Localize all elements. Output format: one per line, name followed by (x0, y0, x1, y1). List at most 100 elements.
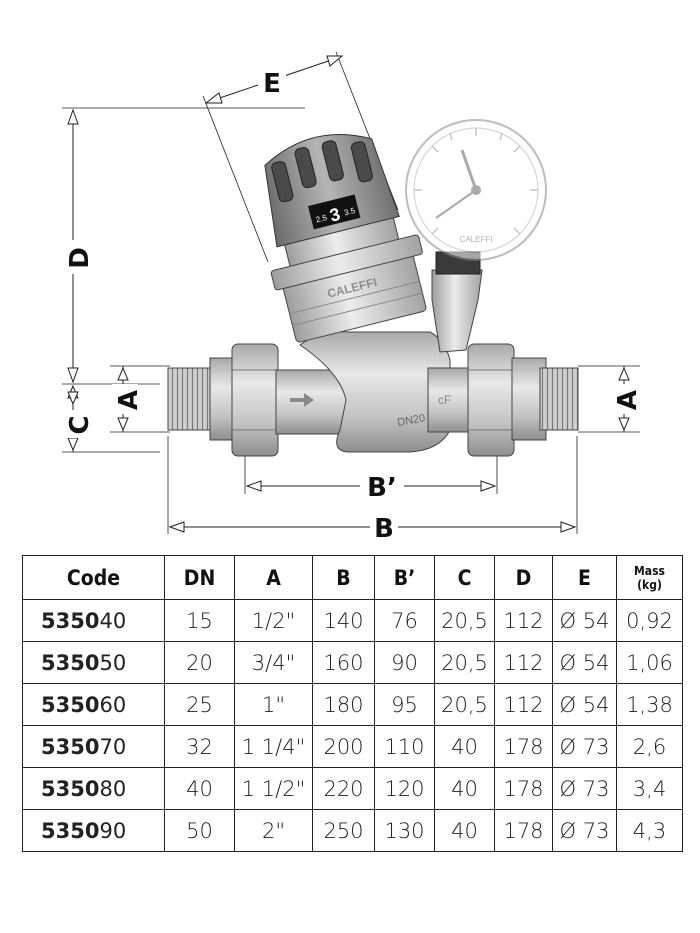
cell-b-prime: 130 (374, 809, 435, 852)
code-prefix: 5350 (41, 650, 100, 675)
cell-dn: 40 (164, 767, 235, 810)
cell-c: 20,5 (434, 641, 495, 684)
body-size-label: DN20 (396, 412, 426, 429)
cell-a: 1" (234, 683, 313, 726)
dimension-c: C (60, 384, 160, 453)
dimension-b: B (167, 436, 578, 540)
cell-c: 20,5 (434, 599, 495, 642)
cell-d: 178 (494, 809, 553, 852)
cell-b: 200 (312, 725, 375, 768)
label-b: B (374, 514, 394, 540)
cell-d: 112 (494, 683, 553, 726)
cell-d: 112 (494, 641, 553, 684)
header-d: D (494, 555, 553, 600)
cell-dn: 50 (164, 809, 235, 852)
label-d: D (65, 247, 95, 269)
setting-main-label: 3 (328, 204, 343, 226)
code-cell: 535070 (22, 725, 165, 768)
cell-dn: 15 (164, 599, 235, 642)
label-b-prime: B’ (367, 473, 397, 503)
cell-e: Ø 54 (552, 641, 617, 684)
code-cell: 535050 (22, 641, 165, 684)
cell-c: 40 (434, 809, 495, 852)
svg-text:cF: cF (438, 393, 451, 407)
header-b-prime: B’ (374, 555, 435, 600)
dimension-a-left: A (110, 365, 170, 433)
cell-a: 3/4" (234, 641, 313, 684)
header-b: B (312, 555, 375, 600)
code-suffix: 90 (99, 818, 127, 843)
label-e: E (263, 69, 281, 99)
header-code: Code (22, 555, 165, 600)
cell-e: Ø 54 (552, 599, 617, 642)
header-e: E (552, 555, 617, 600)
code-suffix: 80 (99, 776, 127, 801)
cell-e: Ø 73 (552, 725, 617, 768)
table-header-row: Code DN A B B’ C D E Mass (kg) (22, 555, 683, 600)
cell-a: 2" (234, 809, 313, 852)
header-a: A (234, 555, 313, 600)
cell-dn: 20 (164, 641, 235, 684)
header-c: C (434, 555, 495, 600)
label-a-left: A (114, 390, 144, 410)
code-suffix: 50 (99, 650, 127, 675)
code-suffix: 40 (99, 608, 127, 633)
header-mass-line2: (kg) (637, 577, 662, 592)
valve-dimension-drawing: D C A A E (60, 51, 643, 540)
cell-b-prime: 90 (374, 641, 435, 684)
label-c: C (65, 415, 95, 434)
dimension-d: D (60, 107, 305, 385)
header-mass-line1: Mass (634, 563, 665, 578)
setting-low-label: 2.5 (315, 213, 329, 225)
pressure-gauge: CALEFFI (405, 119, 547, 261)
cell-b: 220 (312, 767, 375, 810)
code-prefix: 5350 (41, 608, 100, 633)
cell-b-prime: 76 (374, 599, 435, 642)
cell-b: 180 (312, 683, 375, 726)
cell-mass: 0,92 (616, 599, 683, 642)
cell-b: 250 (312, 809, 375, 852)
gauge-needle (460, 149, 478, 191)
cell-c: 40 (434, 725, 495, 768)
flow-arrow-icon (290, 393, 314, 407)
pressure-reducing-valve: DN20 cF CALEFFI 2.5 3 3.5 (167, 133, 579, 457)
cell-b-prime: 95 (374, 683, 435, 726)
cell-c: 40 (434, 767, 495, 810)
cell-a: 1/2" (234, 599, 313, 642)
cell-e: Ø 54 (552, 683, 617, 726)
gauge-brand-label: CALEFFI (460, 235, 493, 244)
cell-dn: 32 (164, 725, 235, 768)
cell-b-prime: 120 (374, 767, 435, 810)
cell-mass: 1,06 (616, 641, 683, 684)
cell-mass: 3,4 (616, 767, 683, 810)
right-thread (539, 367, 579, 431)
code-prefix: 5350 (41, 776, 100, 801)
cell-e: Ø 73 (552, 767, 617, 810)
dimension-a-right: A (578, 365, 643, 433)
cell-mass: 4,3 (616, 809, 683, 852)
pressure-setting-window (308, 194, 361, 230)
cell-a: 1 1/2" (234, 767, 313, 810)
left-union-nut (231, 343, 279, 457)
cell-mass: 1,38 (616, 683, 683, 726)
cell-b: 160 (312, 641, 375, 684)
code-prefix: 5350 (41, 818, 100, 843)
code-cell: 535090 (22, 809, 165, 852)
cell-a: 1 1/4" (234, 725, 313, 768)
code-cell: 535040 (22, 599, 165, 642)
cell-mass: 2,6 (616, 725, 683, 768)
dimension-b-prime: B’ (244, 450, 498, 503)
code-suffix: 70 (99, 734, 127, 759)
code-suffix: 60 (99, 692, 127, 717)
code-cell: 535080 (22, 767, 165, 810)
right-union-nut (467, 343, 515, 457)
cell-b: 140 (312, 599, 375, 642)
code-prefix: 5350 (41, 692, 100, 717)
